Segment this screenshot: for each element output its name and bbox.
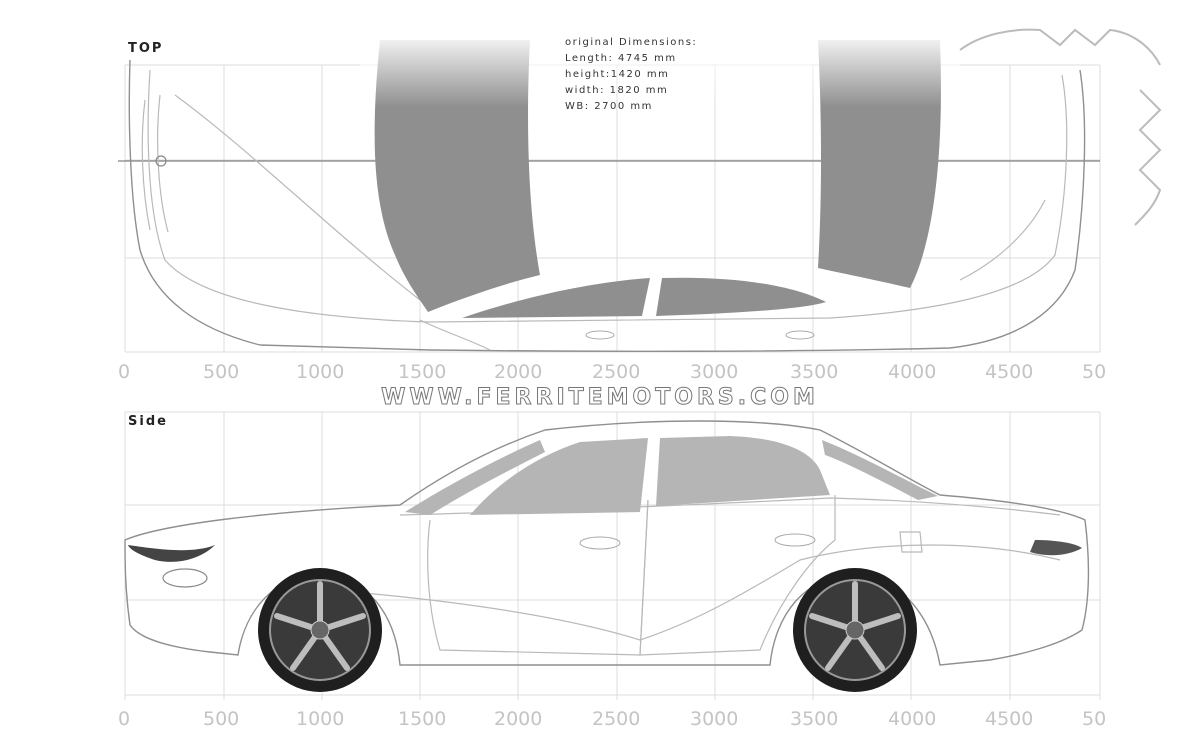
side-view: Side 0 500 1000 1500 2000 2500 3000 3500… [118,411,1106,730]
dimension-wb: WB: 2700 mm [565,101,653,112]
dimension-width: width: 1820 mm [565,85,668,96]
top-tick-1500: 1500 [398,361,446,383]
side-windshield [405,440,545,515]
side-front-window [470,438,648,515]
side-tick-500: 500 [203,708,239,730]
top-view-title: TOP [128,41,163,56]
top-tick-1000: 1000 [296,361,344,383]
side-tick-4500: 4500 [985,708,1033,730]
side-fuel-door [899,531,923,553]
top-tick-0: 0 [118,361,130,383]
website-banner: WWW.FERRITEMOTORS.COM [381,385,819,410]
dimensions-block: original Dimensions: Length: 4745 mm hei… [565,37,697,112]
top-tick-2000: 2000 [494,361,542,383]
top-axis-ticks: 0 500 1000 1500 2000 2500 3000 3500 4000… [118,361,1106,383]
top-rear-door-handle [785,330,815,340]
top-mirror [419,319,491,351]
top-front-door-handle [585,330,615,340]
side-tick-1500: 1500 [398,708,446,730]
side-tick-2500: 2500 [592,708,640,730]
top-view: TOP original Dimensions: Length: 4745 mm… [118,30,1106,383]
side-view-title: Side [128,414,168,429]
side-tick-0: 0 [118,708,130,730]
side-tick-2000: 2000 [494,708,542,730]
side-rear-glass [822,440,938,500]
side-headlight [128,545,215,562]
side-tick-1000: 1000 [296,708,344,730]
top-tick-3500: 3500 [790,361,838,383]
side-axis-ticks: 0 500 1000 1500 2000 2500 3000 3500 4000… [118,708,1106,730]
dimension-length: Length: 4745 mm [565,53,677,64]
top-tick-50: 50 [1082,361,1106,383]
top-roof-fade [360,30,960,170]
side-body-outline [124,420,1090,666]
side-character-line [329,544,1061,641]
side-tick-4000: 4000 [888,708,936,730]
side-fog-light [162,568,208,588]
side-taillight [1030,540,1082,556]
top-tick-4500: 4500 [985,361,1033,383]
side-tick-3000: 3000 [690,708,738,730]
top-tick-500: 500 [203,361,239,383]
side-front-door [427,499,649,656]
dimension-height: height:1420 mm [565,69,669,80]
top-front-badge [155,155,167,167]
top-tick-2500: 2500 [592,361,640,383]
top-trunk-line [959,199,1046,281]
top-tick-3000: 3000 [690,361,738,383]
side-rear-window [656,436,830,506]
top-front-side-window [462,278,650,318]
top-tick-4000: 4000 [888,361,936,383]
side-rear-door [639,495,836,656]
side-rear-wheel [793,568,917,692]
top-rear-side-window [656,277,826,316]
fmr-logo [959,28,1162,226]
side-tick-50: 50 [1082,708,1106,730]
top-front-grille [141,94,169,233]
top-hood-line [174,94,421,301]
top-body-outline [128,59,1086,353]
side-front-door-handle [579,536,621,550]
top-body-inner-line [147,69,1068,323]
dimensions-heading: original Dimensions: [565,37,697,48]
side-tick-3500: 3500 [790,708,838,730]
side-front-wheel [258,568,382,692]
side-rear-door-handle [774,533,816,547]
